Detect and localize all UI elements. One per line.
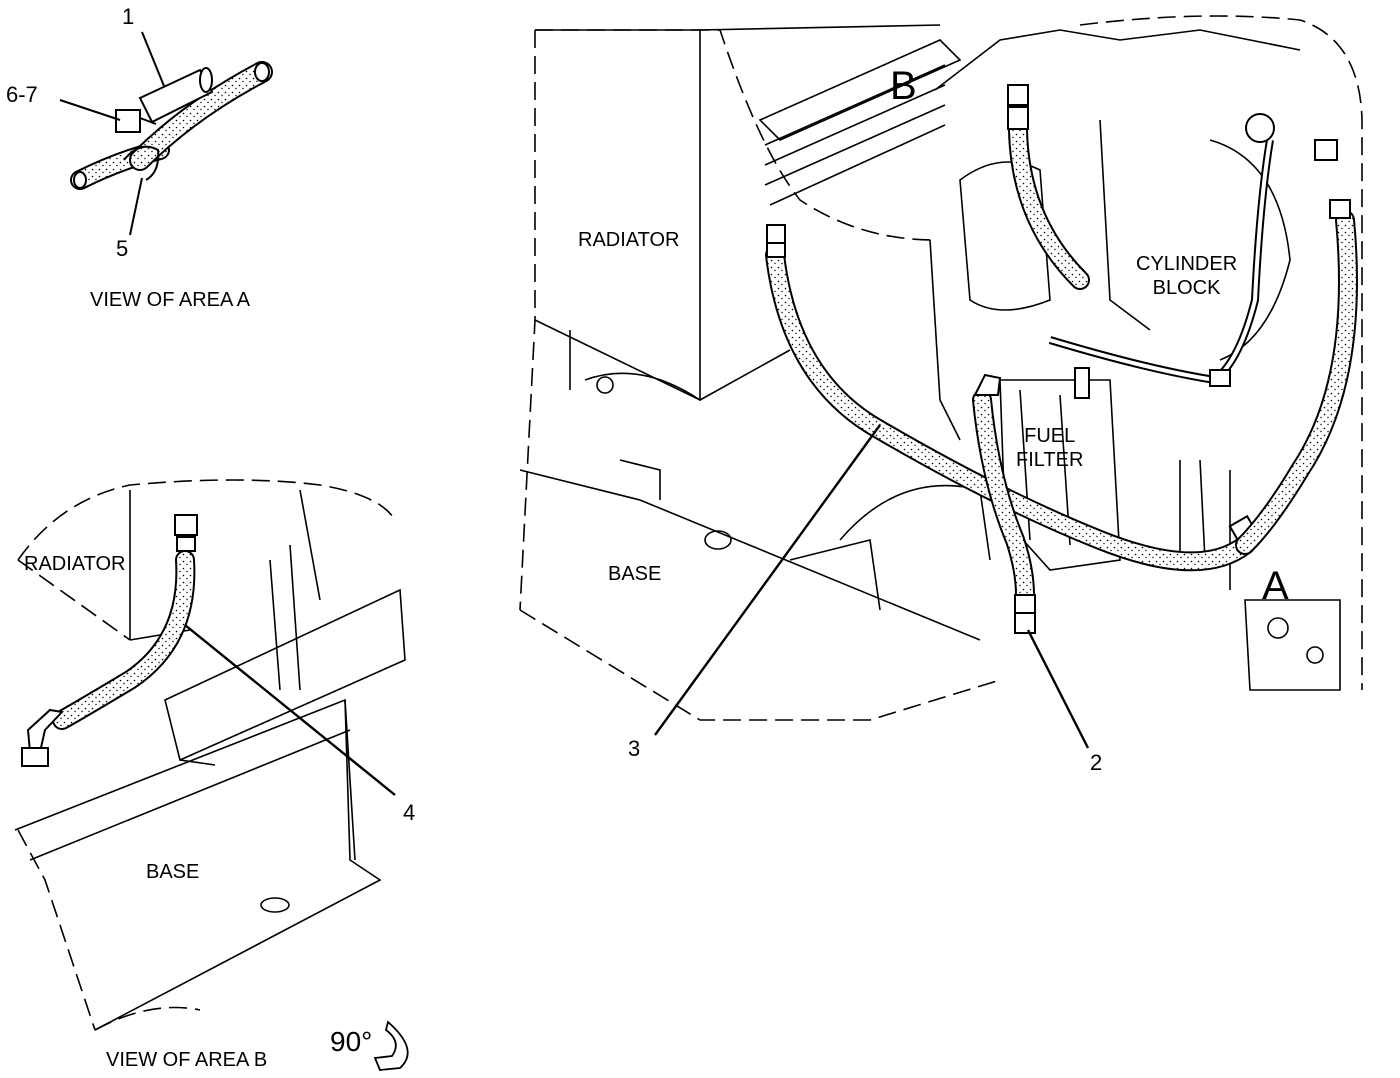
fuel-filter-line2: FILTER bbox=[1016, 449, 1084, 471]
cylinder-block-line1: CYLINDER bbox=[1136, 253, 1238, 275]
callout-2: 2 bbox=[1090, 750, 1103, 775]
base-detail-label: BASE bbox=[146, 861, 200, 883]
area-marker-b: B bbox=[890, 64, 917, 108]
callout-4: 4 bbox=[403, 800, 416, 825]
cylinder-block-line2: BLOCK bbox=[1152, 277, 1221, 299]
area-marker-a: A bbox=[1262, 564, 1289, 608]
view-a-detail bbox=[59, 31, 273, 236]
radiator-main-label: RADIATOR bbox=[578, 229, 680, 251]
callout-6-7: 6-7 bbox=[6, 82, 38, 107]
fuel-filter-line1: FUEL bbox=[1024, 425, 1076, 447]
view-b-detail bbox=[14, 479, 409, 1071]
callout-1: 1 bbox=[122, 4, 135, 29]
main-view bbox=[519, 15, 1363, 749]
callout-5: 5 bbox=[116, 236, 129, 261]
callout-3: 3 bbox=[628, 736, 641, 761]
radiator-detail-label: RADIATOR bbox=[24, 553, 126, 575]
rotation-90-label: 90° bbox=[330, 1026, 373, 1057]
base-main-label: BASE bbox=[608, 563, 662, 585]
fuel-filter-label: FUEL FILTER bbox=[1016, 424, 1083, 472]
cylinder-block-label: CYLINDER BLOCK bbox=[1136, 252, 1237, 300]
view-a-caption: VIEW OF AREA A bbox=[90, 289, 251, 311]
view-b-caption: VIEW OF AREA B bbox=[106, 1049, 268, 1071]
